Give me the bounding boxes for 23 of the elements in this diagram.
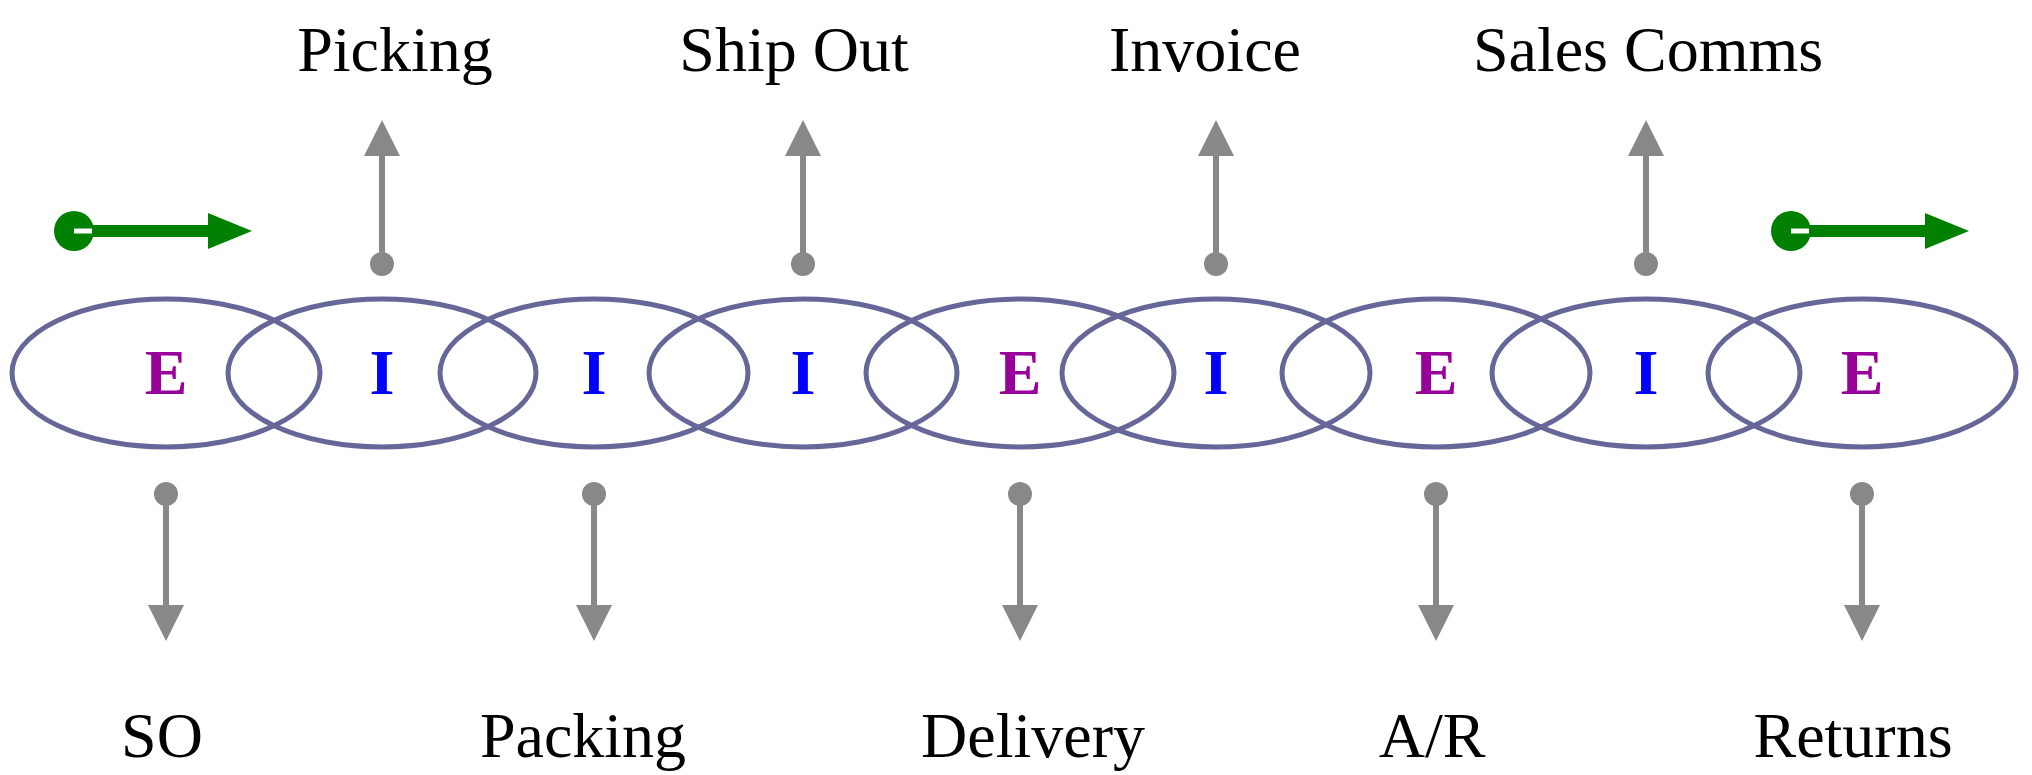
step-label: Invoice: [1109, 18, 1301, 82]
step-label: A/R: [1378, 704, 1486, 768]
step-label: Returns: [1753, 704, 1953, 768]
arrow: [1002, 482, 1038, 641]
arrow: [785, 120, 821, 276]
arrow: [364, 120, 400, 276]
arrow: [148, 482, 184, 641]
letter-label: I: [1633, 341, 1659, 405]
step-label: SO: [121, 704, 203, 768]
step-label: Sales Comms: [1472, 18, 1824, 82]
arrow: [1628, 120, 1664, 276]
letter-label: E: [998, 341, 1042, 405]
letter-label: I: [581, 341, 607, 405]
arrow: [1198, 120, 1234, 276]
arrow: [1844, 482, 1880, 641]
arrow: [1418, 482, 1454, 641]
letter-label: E: [1840, 341, 1884, 405]
letter-label: E: [1414, 341, 1458, 405]
letter-label: I: [790, 341, 816, 405]
letter-label: I: [1203, 341, 1229, 405]
arrow: [576, 482, 612, 641]
letter-label: E: [144, 341, 188, 405]
letter-label: I: [369, 341, 395, 405]
